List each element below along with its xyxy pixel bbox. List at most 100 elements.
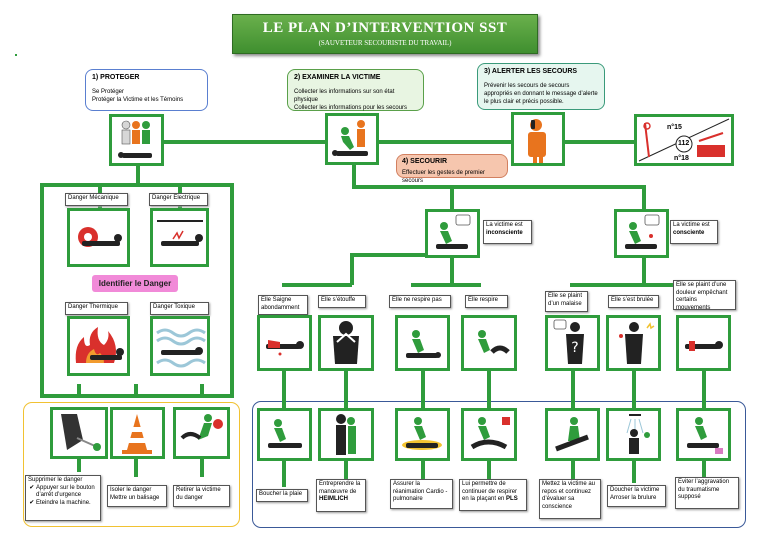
- gesture-doucher-text: Doucher la victime Arroser la brulure: [607, 485, 666, 507]
- connector-conscious-v: [642, 255, 646, 285]
- heimlich-pre: Entreprendre la manœuvre de: [319, 481, 361, 495]
- arrow-malaise: [571, 371, 575, 409]
- danger-mecanique-label: Danger Mécanique: [65, 193, 128, 206]
- number-15: n°15: [667, 124, 682, 131]
- isoler-danger-text: Isoler le danger Mettre un balisage: [107, 485, 167, 507]
- gestures-zone: [252, 401, 746, 528]
- arrow-isoler: [134, 459, 138, 477]
- retirer-victime-text: Retirer la victime du danger: [173, 485, 230, 507]
- connector-conscious: [570, 283, 710, 287]
- situation-brulee: Elle s’est brulée: [608, 295, 659, 308]
- inconsciente-word: inconsciente: [486, 229, 523, 236]
- arrow-traumatisme: [702, 461, 706, 477]
- consciente-icon: [614, 209, 669, 258]
- danger-thermique-label: Danger Thermique: [65, 302, 128, 315]
- step-proteger-heading: 1) PROTEGER: [92, 74, 140, 81]
- emergency-numbers-icon: n°15 112 n°18: [634, 114, 734, 166]
- inconsciente-label: La victime est inconsciente: [483, 220, 532, 244]
- connector-retirer: [200, 384, 204, 396]
- arrow-ne-respire: [421, 371, 425, 409]
- arrow-retirer: [200, 459, 204, 477]
- connector-hemorrhage: [282, 283, 352, 287]
- connector-dangers: [40, 183, 234, 187]
- gesture-plaie-text: Boucher la plaie: [256, 489, 308, 502]
- brulee-icon: [606, 315, 661, 371]
- identifier-danger-badge: Identifier le Danger: [92, 275, 178, 292]
- connector-top: [137, 140, 700, 144]
- step-alerter: 3) ALERTER LES SECOURS Prévenir les seco…: [477, 63, 605, 110]
- arrow-pls: [487, 461, 491, 479]
- arrow-saigne: [282, 371, 286, 409]
- connector-inconsciente: [450, 185, 454, 210]
- decorative-dot: [15, 54, 17, 56]
- step-secourir: 4) SECOURIR Effectuer les gestes de prem…: [396, 154, 508, 184]
- arrow-douleur: [702, 371, 706, 409]
- danger-electrique-icon: [150, 208, 209, 267]
- gesture-reanimation-text: Assurer la réanimation Cardio -pulmonair…: [390, 479, 453, 509]
- page-subtitle: (SAUVETEUR SECOURISTE DU TRAVAIL): [318, 39, 452, 47]
- repos-gesture-icon: [545, 408, 600, 461]
- danger-mecanique-icon: [67, 208, 130, 267]
- situation-respire: Elle respire: [465, 295, 508, 308]
- connector-examiner-down: [352, 165, 356, 187]
- svg-text:?: ?: [571, 340, 578, 356]
- inconsciente-pre: La victime est: [486, 222, 523, 228]
- arrow-brulee: [632, 371, 636, 409]
- gesture-repos-text: Mettez la victime au repos et continuez …: [539, 479, 601, 519]
- plaie-gesture-icon: [257, 408, 312, 461]
- connector-protect-actions: [40, 394, 234, 398]
- etouffe-icon: [318, 315, 374, 371]
- supprimer-danger-text: Supprimer le danger Appuyer sur le bouto…: [25, 475, 101, 521]
- step-examiner: 2) EXAMINER LA VICTIME Collecter les inf…: [287, 69, 424, 111]
- respire-icon: [461, 315, 517, 371]
- situation-saigne: Elle Saigne abondamment: [258, 295, 308, 315]
- ne-respire-icon: [395, 315, 450, 371]
- consciente-label: La victime est consciente: [670, 220, 718, 244]
- danger-thermique-icon: [67, 316, 130, 376]
- malaise-icon: ?: [545, 315, 600, 371]
- inconsciente-icon: [425, 209, 480, 258]
- situation-etouffe: Elle s’étouffe: [318, 295, 366, 308]
- pls-pre: Lui permettre de continuer de respirer e…: [462, 481, 518, 502]
- connector-consciente: [642, 185, 646, 210]
- situation-ne-respire: Elle ne respire pas: [389, 295, 451, 308]
- step-alerter-heading: 3) ALERTER LES SECOURS: [484, 68, 578, 75]
- consciente-word: consciente: [673, 229, 705, 236]
- connector-respiration-v: [450, 255, 454, 285]
- heimlich-gesture-icon: [318, 408, 374, 461]
- arrow-reanimation: [421, 461, 425, 479]
- step-alerter-text: Prévenir les secours de secours appropri…: [484, 83, 598, 105]
- alerter-icon: [511, 112, 565, 166]
- connector-respiration: [411, 283, 481, 287]
- arrow-supprimer: [77, 459, 81, 472]
- arrow-doucher: [632, 461, 636, 483]
- step-examiner-line2: Collecter les informations pour les seco…: [294, 105, 408, 111]
- danger-toxique-icon: [150, 316, 210, 376]
- gesture-heimlich-text: Entreprendre la manœuvre de HEIMLICH: [316, 479, 366, 512]
- step-proteger: 1) PROTEGER Se Protéger Protéger la Vict…: [85, 69, 208, 111]
- connector-proteger-down: [136, 165, 140, 185]
- supprimer-title: Supprimer le danger: [28, 477, 83, 483]
- danger-toxique-label: Danger Toxique: [150, 302, 209, 315]
- step-secourir-text: Effectuer les gestes de premier secours: [402, 170, 485, 184]
- supprimer-bullet-1: Appuyer sur le bouton d’arrêt d’urgence: [36, 485, 98, 500]
- step-secourir-heading: 4) SECOURIR: [402, 158, 448, 165]
- connector-supprimer: [77, 384, 81, 396]
- connector-secourir: [352, 185, 645, 189]
- step-examiner-heading: 2) EXAMINER LA VICTIME: [294, 74, 381, 81]
- gesture-traumatisme-text: Eviter l’aggravation du traumatisme supp…: [675, 477, 739, 509]
- connector-left-vertical: [40, 183, 44, 396]
- retirer-icon: [173, 407, 230, 459]
- saigne-icon: [257, 315, 312, 371]
- supprimer-icon: [50, 407, 108, 459]
- number-112: 112: [678, 140, 690, 147]
- connector-to-inconsciente: [350, 253, 430, 257]
- danger-electrique-label: Danger Electrique: [149, 193, 208, 206]
- connector-isoler: [134, 384, 138, 396]
- pls-word: PLS: [506, 496, 518, 502]
- connector-right-vertical: [230, 183, 234, 396]
- number-18: n°18: [674, 155, 689, 162]
- proteger-icon: [109, 114, 164, 166]
- gesture-pls-text: Lui permettre de continuer de respirer e…: [459, 479, 527, 511]
- step-proteger-line2: Protéger la Victime et les Témoins: [92, 97, 184, 103]
